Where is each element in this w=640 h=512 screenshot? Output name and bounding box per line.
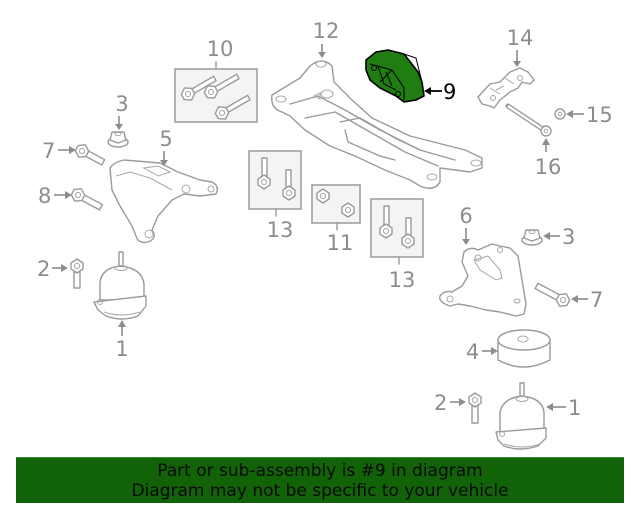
part-8-bolt[interactable] — [68, 185, 104, 213]
part-7-bolt-right[interactable] — [533, 280, 573, 310]
callout-label-13-right: 13 — [389, 268, 416, 292]
part-5-bracket[interactable] — [109, 159, 219, 244]
part-14-bracket[interactable] — [477, 67, 535, 109]
part-7-bolt-left[interactable] — [72, 141, 106, 168]
part-15-bolt[interactable] — [538, 99, 566, 120]
callout-label-14: 14 — [507, 26, 534, 50]
part-3-nut-right[interactable] — [521, 229, 543, 246]
callout-label-9: 9 — [443, 80, 456, 104]
callout-label-2-right: 2 — [434, 391, 447, 415]
part-1-engine-mount-right[interactable] — [495, 382, 547, 450]
callout-label-2-left: 2 — [37, 257, 50, 281]
callout-label-3-left: 3 — [115, 92, 128, 116]
part-11-nut-kit[interactable] — [311, 184, 361, 231]
callout-1-right: 1 — [546, 396, 581, 420]
callout-label-4: 4 — [466, 340, 479, 364]
banner-line-disclaimer: Diagram may not be specific to your vehi… — [131, 480, 509, 501]
callout-label-1-left: 1 — [115, 337, 128, 361]
callout-3-left: 3 — [115, 92, 129, 130]
part-6-bracket[interactable] — [439, 243, 527, 317]
callout-1-left: 1 — [115, 320, 129, 361]
part-10-bolt-kit[interactable] — [174, 61, 258, 123]
callout-7-left: 7 — [42, 139, 76, 163]
callout-label-15: 15 — [586, 103, 613, 127]
callout-label-16: 16 — [535, 155, 562, 179]
callout-8: 8 — [38, 184, 72, 208]
callout-2-left: 2 — [37, 257, 68, 281]
banner-line-part-number: Part or sub-assembly is #9 in diagram — [157, 460, 483, 481]
callout-label-10: 10 — [207, 37, 234, 61]
callout-label-7-right: 7 — [590, 288, 603, 312]
callout-label-13-left: 13 — [267, 218, 294, 242]
callout-label-12: 12 — [313, 19, 340, 43]
callout-9: 9 — [424, 80, 456, 104]
callout-16: 16 — [535, 138, 562, 179]
part-1-engine-mount-left[interactable] — [93, 251, 147, 320]
part-3-nut-left[interactable] — [107, 131, 129, 148]
callout-2-right: 2 — [434, 391, 466, 415]
callout-7-right: 7 — [571, 288, 603, 312]
callout-12: 12 — [313, 19, 340, 58]
part-info-banner: Part or sub-assembly is #9 in diagram Di… — [16, 457, 624, 503]
part-16-bolt[interactable] — [505, 103, 552, 137]
callout-label-5: 5 — [159, 127, 172, 151]
callout-label-3-right: 3 — [562, 225, 575, 249]
part-2-bolt-right[interactable] — [468, 392, 482, 424]
part-4-insulator[interactable] — [497, 329, 551, 368]
callout-label-11: 11 — [327, 231, 354, 255]
callout-label-8: 8 — [38, 184, 51, 208]
callout-label-6: 6 — [459, 204, 472, 228]
callout-3-right: 3 — [543, 225, 575, 249]
part-2-bolt-left[interactable] — [70, 258, 84, 289]
callout-6: 6 — [459, 204, 473, 245]
part-13-bolt-kit-left[interactable] — [248, 150, 302, 217]
callout-15: 15 — [566, 103, 613, 127]
callout-label-1-right: 1 — [568, 396, 581, 420]
callout-label-7-left: 7 — [42, 139, 55, 163]
part-9-transmission-mount[interactable] — [365, 49, 425, 103]
callout-14: 14 — [507, 26, 534, 67]
part-13-bolt-kit-right[interactable] — [370, 198, 424, 265]
callout-4: 4 — [466, 340, 498, 364]
part-12-crossmember[interactable] — [271, 60, 483, 189]
callout-5: 5 — [159, 127, 173, 166]
